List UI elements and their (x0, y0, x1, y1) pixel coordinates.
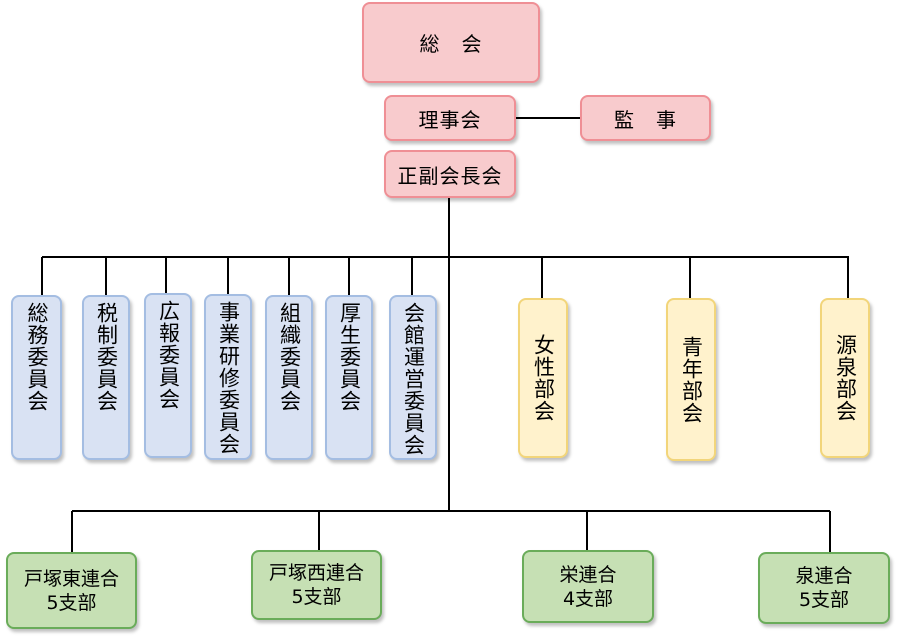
committee-label: 組織委員会 (277, 302, 302, 412)
executives-label: 正副会長会 (397, 163, 503, 188)
federation-branches: 4支部 (562, 587, 614, 610)
federation-box: 戸塚東連合 5支部 (6, 552, 137, 629)
federation-name: 戸塚西連合 (268, 562, 364, 584)
federation-branches: 5支部 (46, 591, 97, 614)
federation-name: 戸塚東連合 (23, 567, 119, 590)
committee-box: 事業研修委員会 (204, 294, 252, 460)
committee-label: 広報委員会 (156, 300, 181, 410)
general-assembly-box: 総 会 (362, 2, 540, 83)
committee-box: 広報委員会 (144, 293, 192, 458)
division-label: 青年部会 (679, 335, 704, 424)
federation-branches: 5支部 (798, 589, 850, 611)
division-box: 源泉部会 (820, 298, 870, 458)
executives-box: 正副会長会 (384, 150, 516, 198)
committee-box: 税制委員会 (82, 295, 130, 460)
division-box: 青年部会 (666, 298, 716, 461)
auditor-label: 監 事 (614, 107, 677, 132)
federation-name: 栄連合 (559, 563, 617, 586)
committee-label: 税制委員会 (94, 302, 119, 412)
board-box: 理事会 (384, 95, 516, 141)
committee-box: 組織委員会 (265, 295, 313, 460)
federation-box: 栄連合 4支部 (522, 550, 654, 623)
committee-box: 会館運営委員会 (389, 295, 437, 460)
division-box: 女性部会 (518, 298, 568, 458)
federation-box: 戸塚西連合 5支部 (251, 550, 382, 620)
auditor-box: 監 事 (580, 95, 711, 141)
committee-box: 厚生委員会 (325, 295, 373, 460)
federation-box: 泉連合 5支部 (758, 552, 890, 624)
board-label: 理事会 (418, 107, 482, 132)
committee-label: 総務委員会 (25, 302, 49, 412)
committee-label: 厚生委員会 (337, 302, 362, 412)
division-label: 女性部会 (531, 334, 556, 422)
federation-name: 泉連合 (795, 565, 853, 587)
federation-branches: 5支部 (291, 586, 342, 608)
committee-label: 会館運営委員会 (401, 302, 426, 456)
committee-box: 総務委員会 (11, 295, 62, 460)
division-label: 源泉部会 (833, 334, 858, 422)
committee-label: 事業研修委員会 (216, 301, 241, 455)
general-assembly-label: 総 会 (419, 32, 483, 56)
